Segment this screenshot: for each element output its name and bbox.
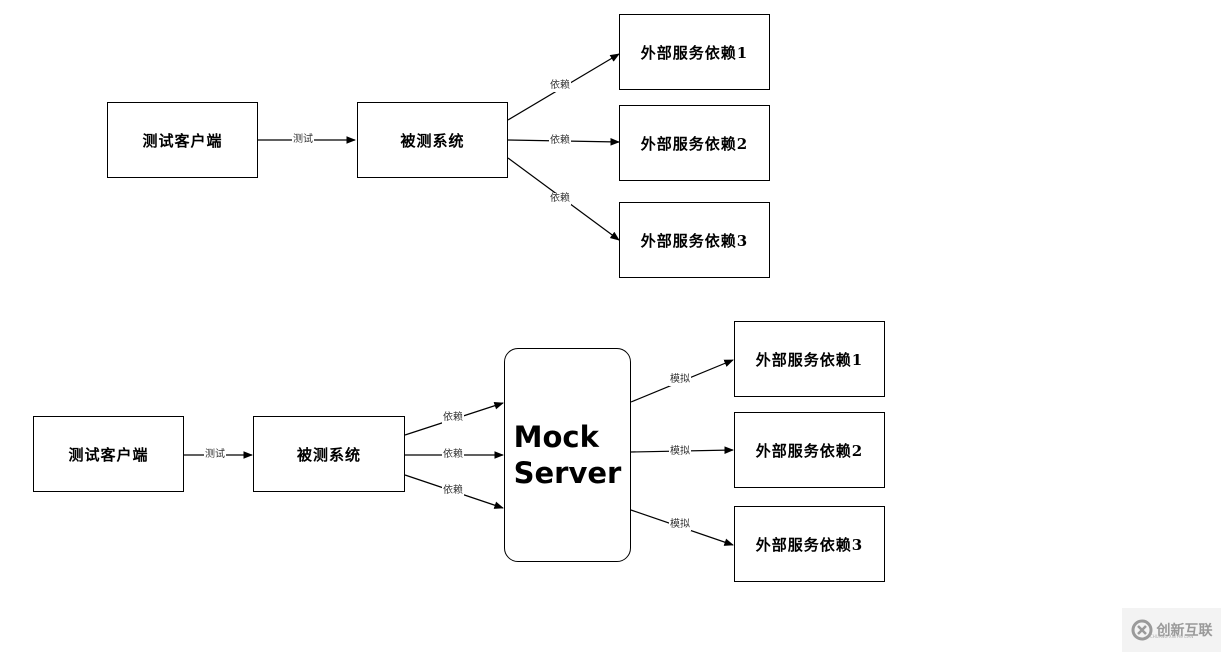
- bottom-dep-label-1: 依赖: [442, 412, 464, 424]
- top-service-box-3: 外部服务依赖3: [619, 202, 770, 278]
- bottom-service-box-3: 外部服务依赖3: [734, 506, 885, 582]
- bottom-test-label: 测试: [204, 449, 226, 461]
- top-test-label: 测试: [292, 134, 314, 146]
- bottom-service-box-2: 外部服务依赖2: [734, 412, 885, 488]
- top-dep-label-2: 依赖: [549, 135, 571, 147]
- watermark-subtext: CHUANG XIN HU LIAN: [1150, 634, 1194, 639]
- bottom-sim-label-1: 模拟: [669, 374, 691, 386]
- top-dep-label-1: 依赖: [549, 80, 571, 92]
- top-dep-label-3: 依赖: [549, 193, 571, 205]
- mock-server-box: Mock Server: [504, 348, 631, 562]
- watermark-text: 创新互联: [1156, 623, 1213, 639]
- bottom-sut-box: 被测系统: [253, 416, 405, 492]
- logo-icon: [1131, 619, 1152, 641]
- bottom-sim-label-2: 模拟: [669, 446, 691, 458]
- top-service-box-1: 外部服务依赖1: [619, 14, 770, 90]
- top-service-box-2: 外部服务依赖2: [619, 105, 770, 181]
- bottom-client-box: 测试客户端: [33, 416, 184, 492]
- bottom-dep-label-3: 依赖: [442, 485, 464, 497]
- watermark: 创新互联: [1122, 608, 1221, 652]
- mock-server-label: Mock Server: [513, 420, 622, 490]
- bottom-service-box-1: 外部服务依赖1: [734, 321, 885, 397]
- bottom-sim-label-3: 模拟: [669, 519, 691, 531]
- top-client-box: 测试客户端: [107, 102, 258, 178]
- bottom-dep-label-2: 依赖: [442, 449, 464, 461]
- top-sut-box: 被测系统: [357, 102, 508, 178]
